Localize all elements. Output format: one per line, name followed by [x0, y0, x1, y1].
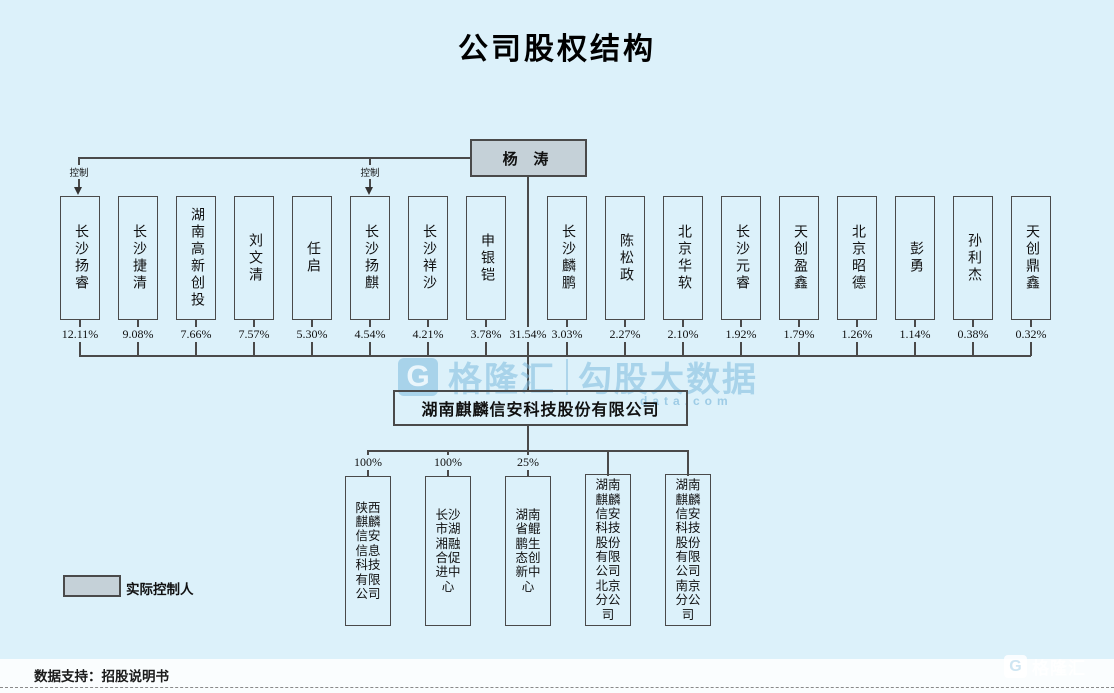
shareholder-box: 天创鼎鑫: [1011, 196, 1051, 320]
shareholder-box: 长沙元睿: [721, 196, 761, 320]
connector: [79, 157, 470, 159]
shareholder-name: 长沙扬麒: [363, 224, 378, 292]
percent-label: 1.14%: [897, 327, 933, 342]
shareholder-name: 陈松政: [618, 232, 633, 284]
connector: [687, 450, 689, 476]
subsidiary-name: 湖南麒麟信安科技股份有限公司南京分公司: [675, 478, 701, 622]
subsidiary-percent-label: 100%: [432, 455, 464, 470]
shareholder-box: 北京昭德: [837, 196, 877, 320]
shareholder-name: 北京华软: [676, 224, 691, 292]
watermark-brand: 格隆汇: [448, 361, 556, 399]
shareholder-box: 申银铠: [466, 196, 506, 320]
shareholder-box: 北京华软: [663, 196, 703, 320]
gelonghui-logo-icon: G: [398, 357, 438, 396]
shareholder-name: 天创盈鑫: [792, 224, 807, 292]
footer-divider: [0, 687, 1114, 688]
company-name: 湖南麒麟信安科技股份有限公司: [421, 402, 660, 419]
connector: [607, 450, 609, 476]
subsidiary-percent-label: 25%: [515, 455, 541, 470]
watermark-domain: data.com: [640, 394, 733, 408]
subsidiary-box: 湖南省鲲鹏生态创新中心: [505, 476, 551, 626]
connector: [527, 426, 529, 450]
percent-label: 4.54%: [352, 327, 388, 342]
percent-label: 2.27%: [607, 327, 643, 342]
shareholder-name: 任启: [305, 241, 320, 275]
shareholder-name: 申银铠: [479, 232, 494, 284]
controller-box: 杨 涛: [470, 139, 587, 177]
connector: [79, 355, 1031, 357]
subsidiary-box: 湖南麒麟信安科技股份有限公司南京分公司: [665, 474, 711, 626]
shareholder-box: 湖南高新创投: [176, 196, 216, 320]
percent-label: 3.78%: [468, 327, 504, 342]
watermark-product: 勾股大数据: [578, 361, 758, 399]
subsidiary-percent-label: 100%: [352, 455, 384, 470]
control-label: 控制: [359, 165, 381, 179]
percent-label: 1.26%: [839, 327, 875, 342]
percent-label: 1.92%: [723, 327, 759, 342]
shareholder-name: 孙利杰: [966, 232, 981, 284]
shareholder-box: 长沙祥沙: [408, 196, 448, 320]
shareholder-box: 长沙麟鹏: [547, 196, 587, 320]
shareholder-box: 长沙捷清: [118, 196, 158, 320]
percent-label: 7.66%: [178, 327, 214, 342]
data-source-note: 数据支持：招股说明书: [34, 669, 169, 684]
percent-label: 9.08%: [120, 327, 156, 342]
shareholder-name: 长沙扬睿: [73, 224, 88, 292]
subsidiary-name: 湖南省鲲鹏生态创新中心: [515, 507, 541, 594]
shareholder-name: 长沙麟鹏: [560, 224, 575, 292]
shareholder-box: 孙利杰: [953, 196, 993, 320]
percent-label: 7.57%: [236, 327, 272, 342]
legend-label: 实际控制人: [126, 582, 194, 597]
page-title: 公司股权结构: [458, 33, 656, 66]
shareholder-name: 天创鼎鑫: [1024, 224, 1039, 292]
arrow-down-icon: [365, 187, 373, 195]
shareholder-box: 任启: [292, 196, 332, 320]
subsidiary-box: 湖南麒麟信安科技股份有限公司北京分公司: [585, 474, 631, 626]
control-label: 控制: [68, 165, 90, 179]
shareholder-name: 刘文清: [247, 232, 262, 284]
subsidiary-name: 湖南麒麟信安科技股份有限公司北京分公司: [595, 478, 621, 622]
legend-swatch: [63, 575, 121, 597]
percent-label: 0.38%: [955, 327, 991, 342]
shareholder-box: 陈松政: [605, 196, 645, 320]
shareholder-name: 彭勇: [908, 241, 923, 275]
shareholder-box: 刘文清: [234, 196, 274, 320]
shareholder-box: 长沙扬麒: [350, 196, 390, 320]
connector: [527, 176, 529, 390]
gelonghui-logo-icon: G: [1004, 655, 1027, 678]
shareholder-box: 天创盈鑫: [779, 196, 819, 320]
percent-label: 5.30%: [294, 327, 330, 342]
percent-label: 0.32%: [1013, 327, 1049, 342]
shareholder-name: 湖南高新创投: [189, 207, 204, 309]
shareholder-box: 长沙扬睿: [60, 196, 100, 320]
shareholder-box: 彭勇: [895, 196, 935, 320]
shareholder-name: 长沙祥沙: [421, 224, 436, 292]
subsidiary-box: 陕西麒麟信安信息科技有限公司: [345, 476, 391, 626]
company-box: 湖南麒麟信安科技股份有限公司: [393, 390, 688, 426]
subsidiary-name: 长沙市湖湘融合促进中心: [435, 507, 461, 594]
shareholder-name: 长沙元睿: [734, 224, 749, 292]
percent-label: 12.11%: [59, 327, 101, 342]
percent-label: 1.79%: [781, 327, 817, 342]
controller-name: 杨 涛: [502, 151, 555, 168]
shareholder-name: 北京昭德: [850, 224, 865, 292]
percent-label: 4.21%: [410, 327, 446, 342]
arrow-down-icon: [74, 187, 82, 195]
watermark: G 格隆汇 勾股大数据: [398, 352, 758, 401]
subsidiary-name: 陕西麒麟信安信息科技有限公司: [355, 500, 381, 601]
gelonghui-footer-logo: G 格隆汇: [1004, 654, 1086, 679]
watermark-divider: [566, 358, 568, 395]
percent-label: 2.10%: [665, 327, 701, 342]
shareholder-name: 长沙捷清: [131, 224, 146, 292]
controller-percent-label: 31.54%: [507, 327, 549, 342]
subsidiary-box: 长沙市湖湘融合促进中心: [425, 476, 471, 626]
gelonghui-logo-text: 格隆汇: [1032, 659, 1086, 678]
percent-label: 3.03%: [549, 327, 585, 342]
